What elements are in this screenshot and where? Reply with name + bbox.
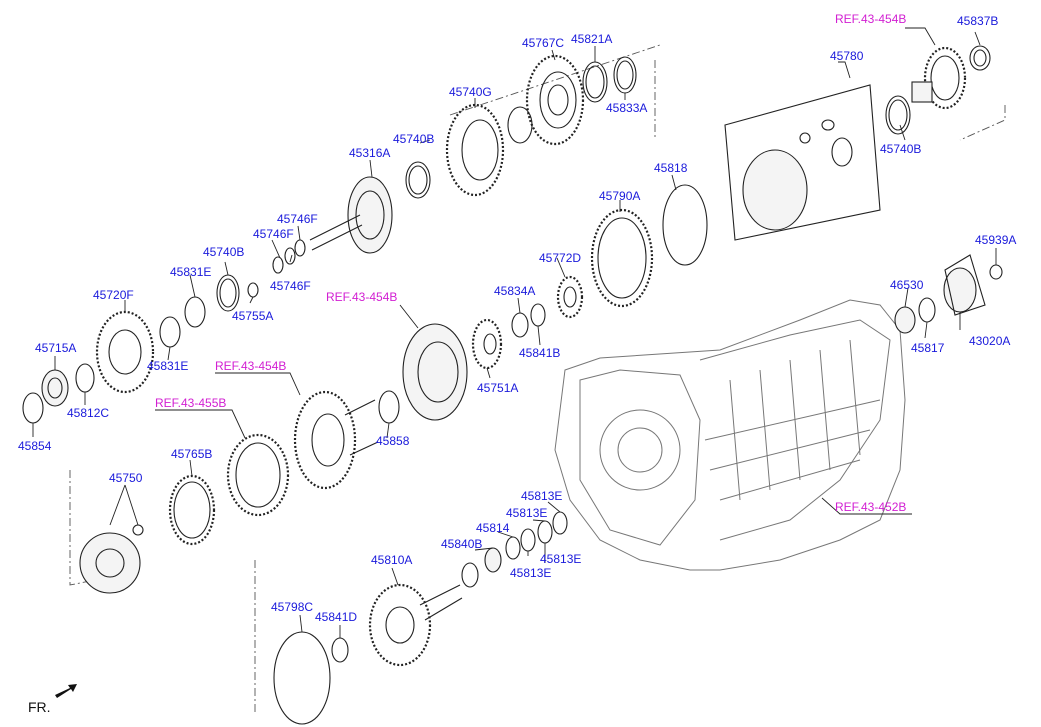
part-45854 bbox=[22, 392, 44, 424]
label-45780[interactable]: 45780 bbox=[830, 49, 864, 63]
part-ref-454B-gear bbox=[293, 390, 379, 490]
part-45833A bbox=[613, 56, 637, 94]
part-46530 bbox=[894, 306, 916, 334]
label-45831E[interactable]: 45831E bbox=[170, 265, 212, 279]
label-45854[interactable]: 45854 bbox=[18, 439, 52, 453]
part-45780-gear bbox=[911, 46, 967, 110]
carrier-detail-box bbox=[724, 84, 881, 241]
part-45750 bbox=[79, 524, 144, 594]
part-45316A bbox=[309, 176, 393, 254]
label-45834A[interactable]: 45834A bbox=[494, 284, 536, 298]
ref-link-43-452B[interactable]: REF.43-452B bbox=[835, 500, 907, 514]
label-45767C[interactable]: 45767C bbox=[522, 36, 565, 50]
part-45740B-right bbox=[885, 95, 911, 135]
label-45831E[interactable]: 45831E bbox=[147, 359, 189, 373]
label-45740G[interactable]: 45740G bbox=[449, 85, 492, 99]
part-carrier-internals bbox=[742, 119, 853, 231]
axis-line-right bbox=[959, 105, 1006, 141]
part-45755A bbox=[247, 282, 259, 298]
label-45772D[interactable]: 45772D bbox=[539, 251, 582, 265]
part-45798C bbox=[273, 631, 331, 725]
label-45813E[interactable]: 45813E bbox=[510, 566, 552, 580]
part-45790A bbox=[590, 208, 654, 308]
label-45715A[interactable]: 45715A bbox=[35, 341, 77, 355]
part-45767C bbox=[525, 54, 585, 146]
direction-label: FR. bbox=[28, 699, 51, 715]
ref-link-43-454B-gear[interactable]: REF.43-454B bbox=[215, 359, 287, 373]
label-45939A[interactable]: 45939A bbox=[975, 233, 1017, 247]
label-45746F[interactable]: 45746F bbox=[253, 227, 294, 241]
label-45798C[interactable]: 45798C bbox=[271, 600, 314, 614]
label-45837B[interactable]: 45837B bbox=[957, 14, 999, 28]
part-45765B bbox=[168, 474, 216, 546]
label-45790A[interactable]: 45790A bbox=[599, 189, 641, 203]
part-45810A bbox=[368, 583, 463, 667]
part-45821A bbox=[582, 61, 608, 103]
part-45772D bbox=[556, 275, 584, 319]
label-45740B[interactable]: 45740B bbox=[393, 132, 435, 146]
label-45755A[interactable]: 45755A bbox=[232, 309, 274, 323]
transmission-case bbox=[554, 299, 906, 571]
part-45858 bbox=[378, 390, 400, 424]
label-45740B[interactable]: 45740B bbox=[880, 142, 922, 156]
label-45821A[interactable]: 45821A bbox=[571, 32, 613, 46]
label-45813E[interactable]: 45813E bbox=[540, 552, 582, 566]
part-45831E-a bbox=[184, 296, 206, 328]
fr-arrow-icon bbox=[55, 684, 77, 698]
label-45750[interactable]: 45750 bbox=[109, 471, 143, 485]
label-45812C[interactable]: 45812C bbox=[67, 406, 110, 420]
label-45813E[interactable]: 45813E bbox=[506, 506, 548, 520]
ref-link-43-455B[interactable]: REF.43-455B bbox=[155, 396, 227, 410]
part-ring-a bbox=[507, 106, 533, 144]
part-45751A bbox=[471, 318, 503, 370]
label-45746F[interactable]: 45746F bbox=[277, 212, 318, 226]
label-45751A[interactable]: 45751A bbox=[477, 381, 519, 395]
label-45858[interactable]: 45858 bbox=[376, 434, 410, 448]
label-45841B[interactable]: 45841B bbox=[519, 346, 561, 360]
ref-link-43-454B-top[interactable]: REF.43-454B bbox=[835, 12, 907, 26]
label-45817[interactable]: 45817 bbox=[911, 341, 945, 355]
label-45814[interactable]: 45814 bbox=[476, 521, 510, 535]
part-43020A bbox=[943, 254, 986, 316]
label-45765B[interactable]: 45765B bbox=[171, 447, 213, 461]
leader-lines bbox=[32, 27, 997, 638]
part-45831E-b bbox=[159, 316, 181, 348]
part-45715A bbox=[41, 369, 69, 407]
label-45316A[interactable]: 45316A bbox=[349, 146, 391, 160]
label-43020A[interactable]: 43020A bbox=[969, 334, 1011, 348]
label-45720F[interactable]: 45720F bbox=[93, 288, 134, 302]
label-45833A[interactable]: 45833A bbox=[606, 101, 648, 115]
part-45834A bbox=[511, 312, 529, 338]
part-45740G bbox=[445, 103, 505, 197]
part-45740B-left bbox=[216, 274, 240, 312]
part-ref-455B-clutch bbox=[226, 433, 290, 517]
part-45746F-set bbox=[272, 239, 306, 274]
axis-line-upper bbox=[449, 44, 661, 116]
part-45939A bbox=[989, 264, 1003, 280]
label-45740B[interactable]: 45740B bbox=[203, 245, 245, 259]
part-45837B bbox=[969, 45, 991, 71]
part-45841D bbox=[331, 637, 349, 663]
label-45746F[interactable]: 45746F bbox=[270, 279, 311, 293]
label-45813E[interactable]: 45813E bbox=[521, 489, 563, 503]
label-45818[interactable]: 45818 bbox=[654, 161, 688, 175]
part-45818 bbox=[662, 184, 708, 266]
part-ring-b bbox=[461, 562, 479, 588]
part-ref-454B-drum bbox=[402, 323, 468, 421]
label-45841D[interactable]: 45841D bbox=[315, 610, 358, 624]
label-45810A[interactable]: 45810A bbox=[371, 553, 413, 567]
part-45840B bbox=[484, 547, 502, 573]
part-45812C bbox=[75, 363, 95, 393]
part-45817 bbox=[918, 297, 936, 323]
part-45841B bbox=[530, 303, 546, 327]
part-45720F bbox=[95, 310, 155, 394]
part-45740B-mid bbox=[405, 161, 431, 199]
ref-link-43-454B-drum[interactable]: REF.43-454B bbox=[326, 290, 398, 304]
label-46530[interactable]: 46530 bbox=[890, 278, 924, 292]
label-45840B[interactable]: 45840B bbox=[441, 537, 483, 551]
